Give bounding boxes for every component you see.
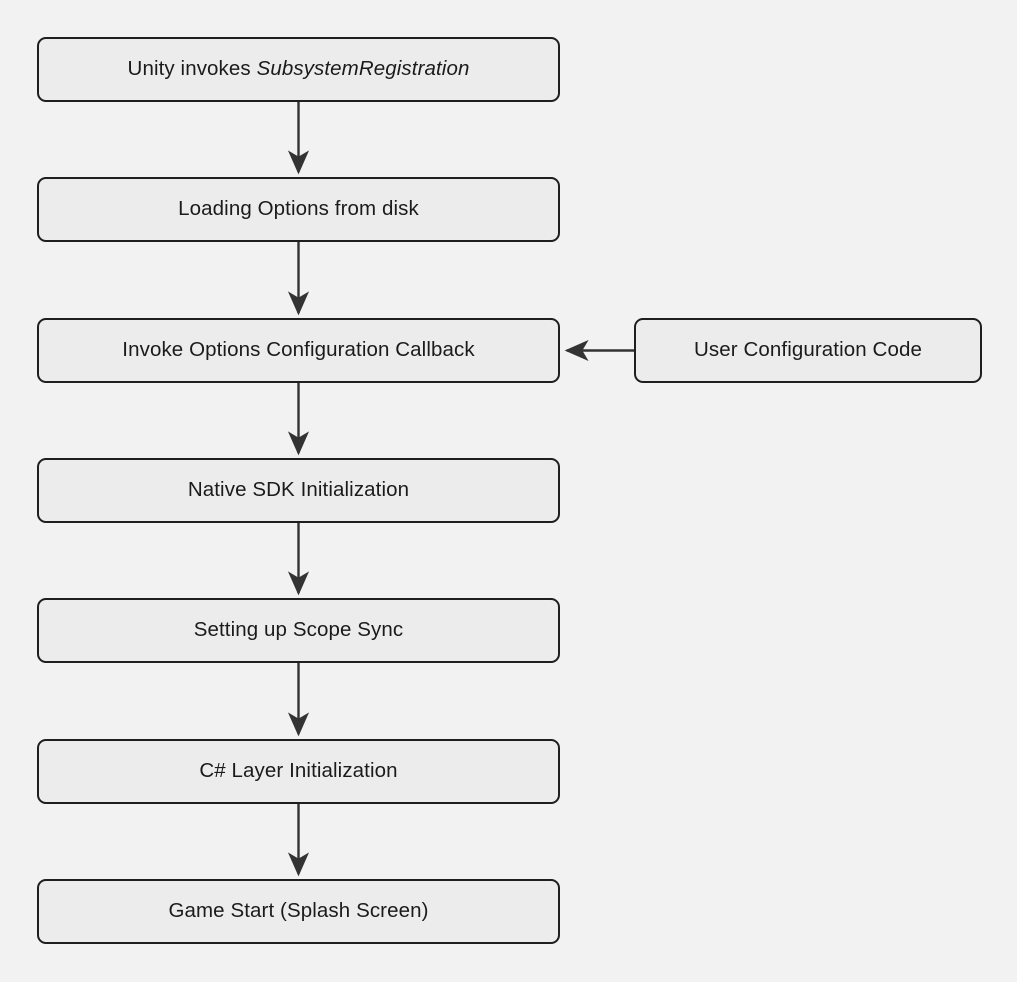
node-label-prefix: Unity invokes (127, 57, 257, 81)
node-label: Native SDK Initialization (187, 478, 410, 502)
node-label: Setting up Scope Sync (193, 618, 404, 642)
node-setting-up-scope-sync[interactable]: Setting up Scope Sync (37, 598, 560, 663)
node-label: C# Layer Initialization (199, 759, 398, 783)
node-game-start-splash-screen[interactable]: Game Start (Splash Screen) (37, 879, 560, 944)
node-label: Loading Options from disk (178, 197, 419, 221)
node-user-configuration-code[interactable]: User Configuration Code (634, 318, 982, 383)
node-label: User Configuration Code (694, 338, 922, 362)
node-loading-options-from-disk[interactable]: Loading Options from disk (37, 177, 560, 242)
node-csharp-layer-initialization[interactable]: C# Layer Initialization (37, 739, 560, 804)
node-unity-invokes-subsystemregistration[interactable]: Unity invokes SubsystemRegistration (37, 37, 560, 102)
node-invoke-options-configuration-callback[interactable]: Invoke Options Configuration Callback (37, 318, 560, 383)
node-label: Invoke Options Configuration Callback (122, 338, 475, 362)
node-label: Game Start (Splash Screen) (168, 899, 429, 923)
node-label: Unity invokes SubsystemRegistration (128, 57, 470, 82)
node-native-sdk-initialization[interactable]: Native SDK Initialization (37, 458, 560, 523)
node-label-emphasis: SubsystemRegistration (256, 57, 470, 81)
